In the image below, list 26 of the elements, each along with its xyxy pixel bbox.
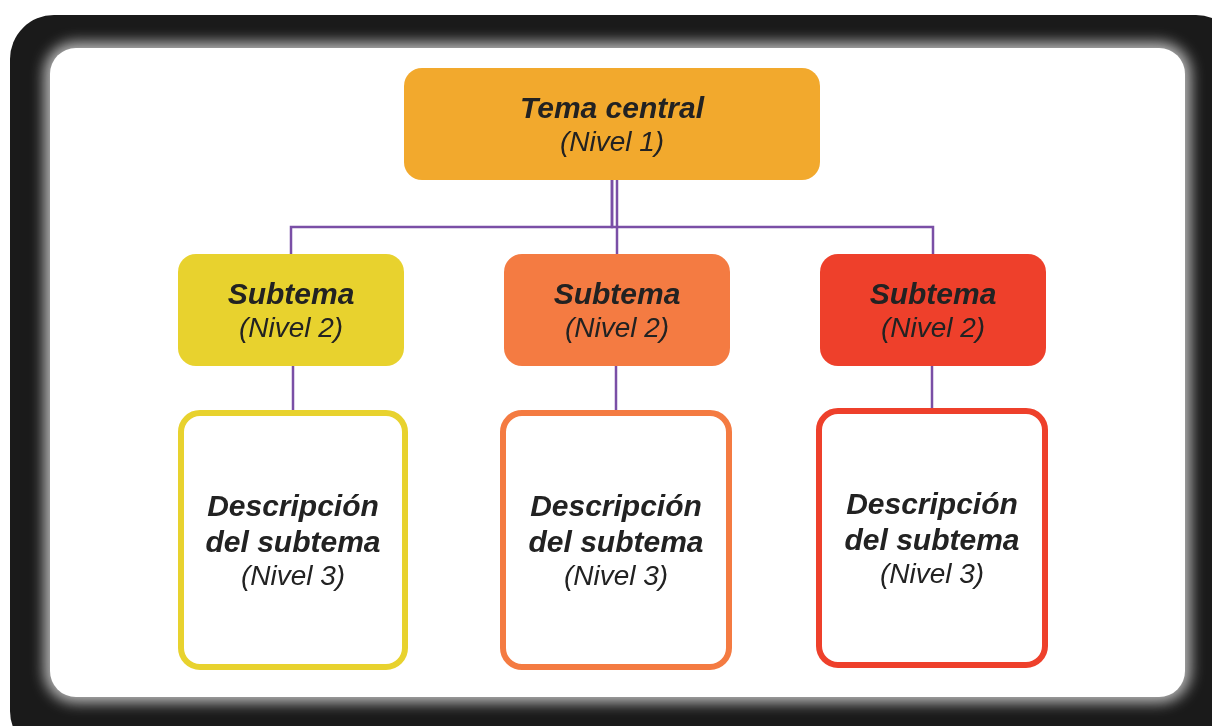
- subtopic-box: [178, 254, 404, 366]
- level-label: (Nivel 3): [879, 558, 985, 590]
- subtopic-box: [504, 254, 730, 366]
- node-title: Descripción del subtema: [204, 488, 382, 560]
- description-box: [500, 410, 732, 670]
- level-label: (Nivel 3): [240, 560, 346, 592]
- topic-box: [404, 68, 820, 180]
- connector-line: [614, 366, 618, 410]
- connector-line: [291, 366, 295, 410]
- connector-line: [610, 180, 935, 254]
- node-title: Subtema: [869, 276, 997, 312]
- description-box: [816, 408, 1048, 668]
- level-label: (Nivel 2): [880, 312, 986, 344]
- level-label: (Nivel 1): [559, 126, 665, 158]
- node-title: Descripción del subtema: [843, 486, 1021, 558]
- node-title: Subtema: [227, 276, 355, 312]
- connector-line: [930, 366, 934, 408]
- subtopic-box: [820, 254, 1046, 366]
- level-label: (Nivel 3): [563, 560, 669, 592]
- level-label: (Nivel 2): [564, 312, 670, 344]
- node-title: Tema central: [520, 90, 704, 126]
- node-title: Subtema: [553, 276, 681, 312]
- connector-line: [615, 180, 619, 254]
- description-box: [178, 410, 408, 670]
- level-label: (Nivel 2): [238, 312, 344, 344]
- node-title: Descripción del subtema: [527, 488, 705, 560]
